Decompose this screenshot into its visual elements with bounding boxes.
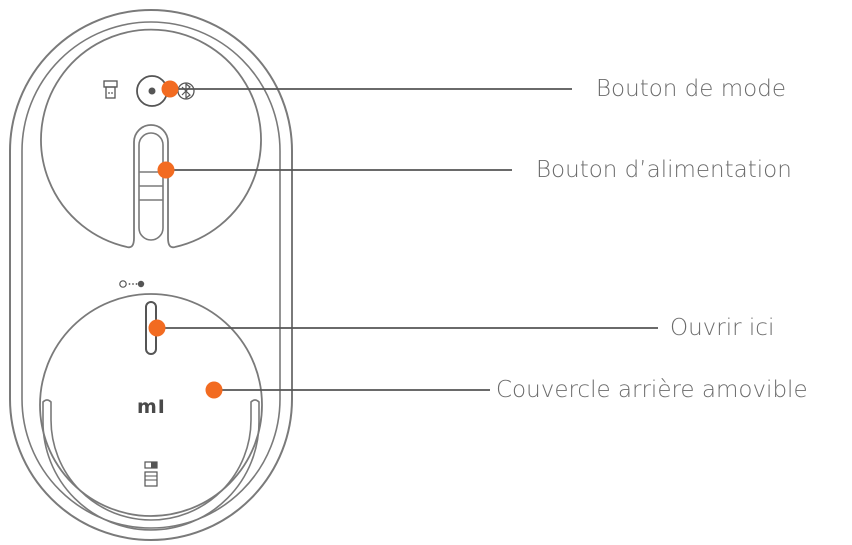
bluetooth-icon xyxy=(177,82,195,100)
top-panel-slot-top xyxy=(133,124,169,143)
top-panel-slot-edge-right xyxy=(167,142,176,249)
marker-power xyxy=(157,161,175,179)
rear-cover xyxy=(39,293,263,517)
label-open-here: Ouvrir ici xyxy=(670,315,775,341)
mouse-outer-shell xyxy=(9,9,293,541)
connection-indicator xyxy=(119,280,145,288)
label-power-button: Bouton d’alimentation xyxy=(536,157,792,183)
mode-button-center xyxy=(148,87,156,95)
label-removable-cover: Couvercle arrière amovible xyxy=(496,377,808,403)
marker-cover xyxy=(205,381,223,399)
top-panel-slot-edge-left xyxy=(126,142,135,249)
mi-logo: mI xyxy=(137,396,166,418)
battery-icon xyxy=(144,461,158,487)
usb-receiver-icon xyxy=(103,80,118,99)
label-mode-button: Bouton de mode xyxy=(596,76,786,102)
mouse-inner-shell xyxy=(21,21,281,529)
rear-cover-latch-arc xyxy=(42,399,260,531)
marker-open xyxy=(148,319,166,337)
marker-mode xyxy=(161,80,179,98)
top-panel xyxy=(40,28,262,248)
